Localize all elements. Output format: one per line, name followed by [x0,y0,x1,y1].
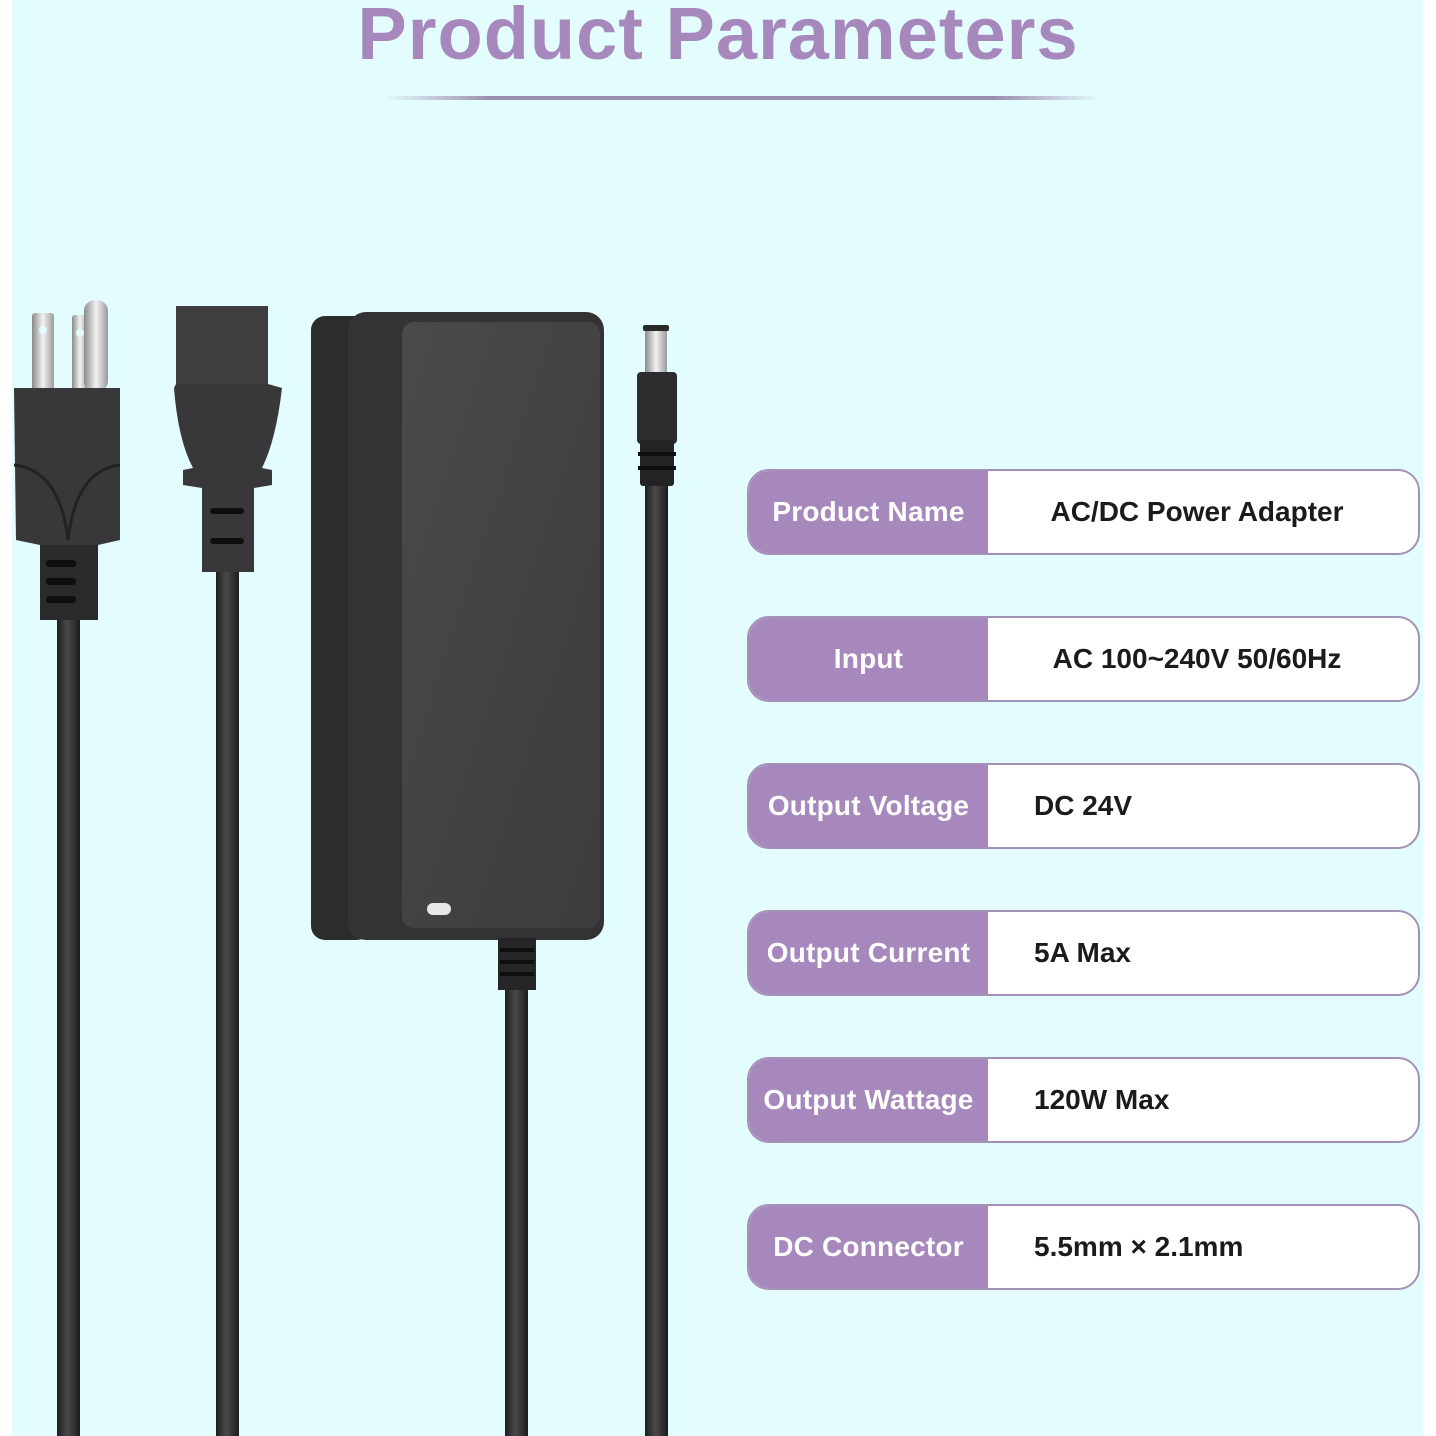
spec-row-output-voltage: Output Voltage DC 24V [747,763,1420,849]
spec-row-output-current: Output Current 5A Max [747,910,1420,996]
spec-value: 5A Max [1034,937,1132,968]
spec-value: DC 24V [1034,790,1133,821]
spec-label: Product Name [749,471,988,553]
spec-label: Output Current [749,912,988,994]
title-divider [385,96,1100,100]
cable-icon [57,475,668,1436]
iec-connector-icon [174,306,282,572]
spec-label: DC Connector [749,1206,988,1288]
dc-barrel-plug-icon [637,325,677,486]
led-indicator-icon [427,903,451,915]
spec-value: 5.5mm × 2.1mm [1034,1231,1244,1262]
spec-label: Input [749,618,988,700]
spec-row-input: Input AC 100~240V 50/60Hz [747,616,1420,702]
power-adapter-image [13,300,677,1436]
spec-value: 120W Max [1034,1084,1170,1115]
background-panel [12,0,1423,1436]
spec-row-dc-connector: DC Connector 5.5mm × 2.1mm [747,1204,1420,1290]
spec-value: AC 100~240V 50/60Hz [1052,643,1342,674]
spec-row-output-wattage: Output Wattage 120W Max [747,1057,1420,1143]
spec-row-product-name: Product Name AC/DC Power Adapter [747,469,1420,555]
adapter-brick-icon [311,312,604,990]
page-title: Product Parameters [357,0,1079,75]
spec-label: Output Voltage [749,765,988,847]
us-plug-icon [13,300,121,620]
spec-label: Output Wattage [749,1059,988,1141]
spec-value: AC/DC Power Adapter [1050,496,1344,527]
